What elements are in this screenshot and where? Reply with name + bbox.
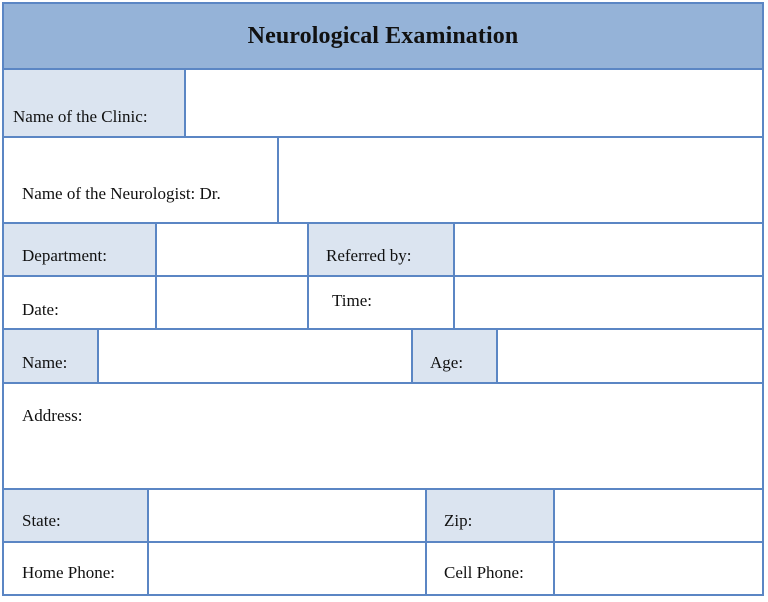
form-title: Neurological Examination: [247, 22, 519, 49]
neurologist-label-cell: Name of the Neurologist: Dr.: [2, 136, 279, 224]
referred-by-field[interactable]: [453, 222, 764, 277]
time-label-cell: Time:: [307, 275, 455, 330]
zip-field[interactable]: [553, 488, 764, 543]
zip-label: Zip:: [444, 511, 473, 530]
clinic-label-cell: Name of the Clinic:: [2, 68, 186, 138]
address-cell[interactable]: Address:: [2, 382, 764, 490]
age-label: Age:: [430, 353, 464, 372]
home-phone-label-cell: Home Phone:: [2, 541, 149, 596]
clinic-field[interactable]: [184, 68, 764, 138]
cell-phone-label: Cell Phone:: [444, 563, 524, 582]
referred-by-label: Referred by:: [326, 246, 412, 265]
home-phone-label: Home Phone:: [22, 563, 116, 582]
neurologist-label: Name of the Neurologist: Dr.: [22, 184, 221, 203]
name-label-cell: Name:: [2, 328, 99, 384]
date-label-cell: Date:: [2, 275, 157, 330]
form-title-bar: Neurological Examination: [2, 2, 764, 70]
department-label-cell: Department:: [2, 222, 157, 277]
referred-by-label-cell: Referred by:: [307, 222, 455, 277]
department-label: Department:: [22, 246, 107, 265]
clinic-label: Name of the Clinic:: [13, 107, 148, 126]
cell-phone-label-cell: Cell Phone:: [425, 541, 555, 596]
neurologist-field[interactable]: [277, 136, 764, 224]
address-label: Address:: [22, 406, 83, 425]
state-field[interactable]: [147, 488, 427, 543]
zip-label-cell: Zip:: [425, 488, 555, 543]
time-label: Time:: [332, 291, 373, 310]
name-field[interactable]: [97, 328, 413, 384]
date-label: Date:: [22, 300, 59, 319]
age-label-cell: Age:: [411, 328, 498, 384]
time-field[interactable]: [453, 275, 764, 330]
age-field[interactable]: [496, 328, 764, 384]
home-phone-field[interactable]: [147, 541, 427, 596]
department-field[interactable]: [155, 222, 309, 277]
name-label: Name:: [22, 353, 68, 372]
date-field[interactable]: [155, 275, 309, 330]
state-label-cell: State:: [2, 488, 149, 543]
cell-phone-field[interactable]: [553, 541, 764, 596]
state-label: State:: [22, 511, 61, 530]
